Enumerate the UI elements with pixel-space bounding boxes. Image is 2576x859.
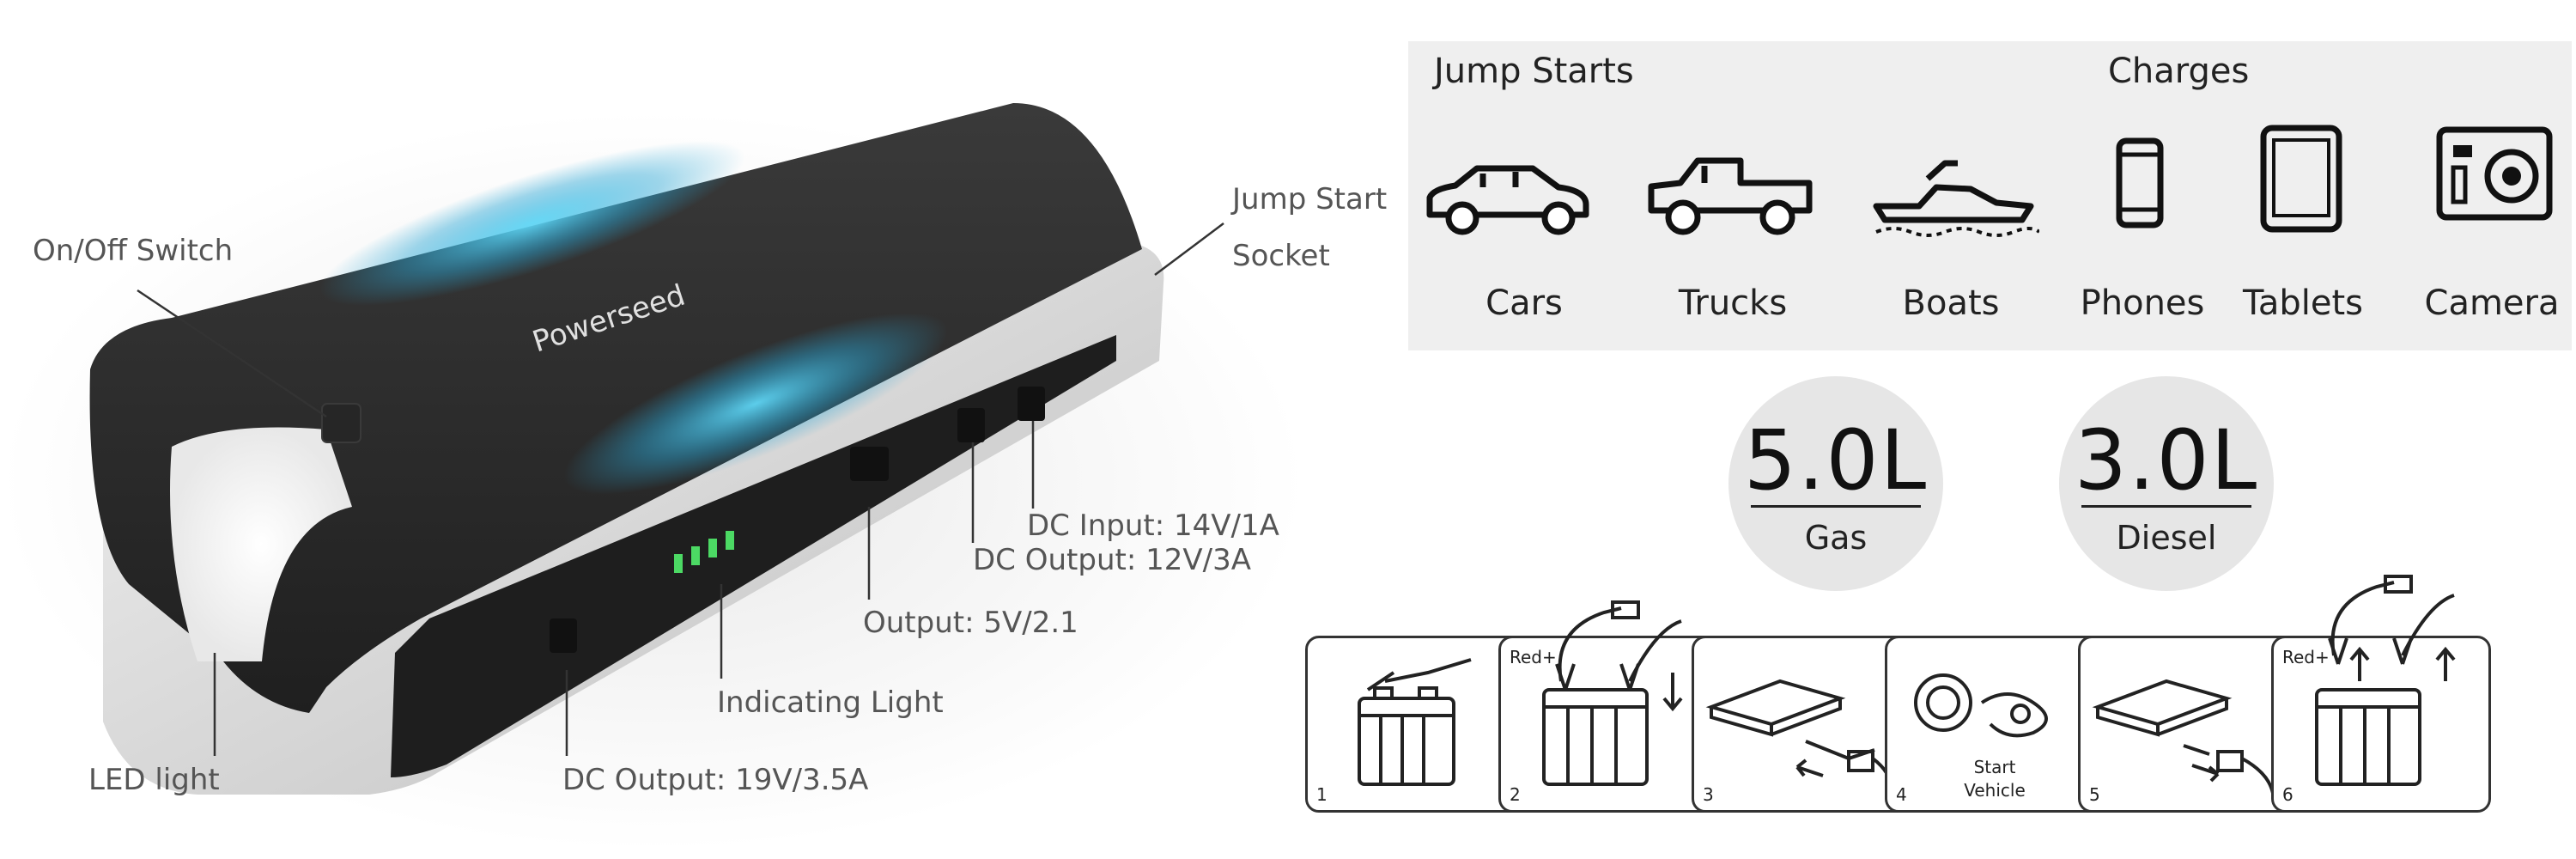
battery-icon xyxy=(1358,658,1472,786)
car-icon xyxy=(1426,165,1589,235)
step-4-start-vehicle: Start Vehicle 4 xyxy=(1885,636,2105,813)
dc-input-port xyxy=(1018,387,1045,421)
ignition-icon xyxy=(1914,673,2048,738)
on-off-switch-label: On/Off Switch xyxy=(33,234,234,268)
red-plus-label: Red+ xyxy=(1510,647,1557,667)
step-2-clamps: Red+ 2 xyxy=(1498,600,1718,813)
indicator-led-3 xyxy=(708,539,717,557)
usb-port xyxy=(850,447,889,481)
step-number: 6 xyxy=(2282,784,2293,805)
step-number: 1 xyxy=(1316,784,1327,805)
phones-label: Phones xyxy=(2080,283,2205,323)
step-number: 4 xyxy=(1896,784,1907,805)
battery-clamps-icon xyxy=(1542,600,1683,786)
output-5v-label: Output: 5V/2.1 xyxy=(863,606,1078,640)
step-5-unplug: 5 xyxy=(2078,636,2298,813)
diesel-engine-size: 3.0L xyxy=(2074,412,2259,509)
tablet-icon xyxy=(2260,125,2342,233)
dc-12v-port xyxy=(957,408,985,442)
camera-label: Camera xyxy=(2424,283,2560,323)
camera-icon xyxy=(2436,126,2553,221)
step-number: 5 xyxy=(2089,784,2100,805)
device-body xyxy=(89,103,1143,713)
cars-label: Cars xyxy=(1485,283,1563,323)
battery-remove-icon xyxy=(2315,575,2456,786)
start-caption: Start xyxy=(1973,757,2016,777)
vehicle-caption: Vehicle xyxy=(1964,780,2026,801)
phone-icon xyxy=(2116,137,2164,228)
plug-in-icon xyxy=(1705,679,1894,801)
dc-19v-port xyxy=(550,618,577,653)
diesel-label: Diesel xyxy=(2116,519,2217,557)
boats-label: Boats xyxy=(1902,283,2000,323)
jump-starts-header: Jump Starts xyxy=(1434,52,1634,91)
tablets-label: Tablets xyxy=(2243,283,2363,323)
gas-label: Gas xyxy=(1804,519,1868,557)
step-3-plug-in: 3 xyxy=(1692,636,1911,813)
jump-start-label-line1: Jump Start xyxy=(1232,182,1388,216)
unplug-icon xyxy=(2092,679,2275,801)
truck-icon xyxy=(1648,157,1813,235)
step-number: 2 xyxy=(1510,784,1521,805)
dc-output-19v-label: DC Output: 19V/3.5A xyxy=(562,763,869,797)
gas-engine-badge: 5.0L Gas xyxy=(1728,376,1943,591)
step-number: 3 xyxy=(1703,784,1714,805)
diesel-engine-badge: 3.0L Diesel xyxy=(2059,376,2274,591)
indicator-led-1 xyxy=(674,554,683,573)
top-glow xyxy=(319,141,745,306)
dc-output-12v-label: DC Output: 12V/3A xyxy=(973,543,1251,577)
boat-icon xyxy=(1873,160,2039,237)
gas-divider xyxy=(1751,505,1921,508)
device-port-face xyxy=(391,335,1116,777)
led-light xyxy=(170,427,352,661)
capabilities-panel: Jump Starts Charges xyxy=(1408,41,2572,350)
red-plus-label: Red+ xyxy=(2282,647,2330,667)
step-6-remove-clamps: Red+ 6 xyxy=(2271,575,2491,813)
indicating-light-label: Indicating Light xyxy=(717,685,944,720)
diesel-divider xyxy=(2081,505,2251,508)
jump-starter-illustration: Powerseed xyxy=(0,103,1305,850)
trucks-label: Trucks xyxy=(1678,283,1788,323)
jump-start-label-line2: Socket xyxy=(1232,239,1330,273)
led-light-label: LED light xyxy=(88,763,220,797)
callout-lines xyxy=(137,222,1224,756)
charges-header: Charges xyxy=(2108,52,2250,91)
step-1-connect: 1 xyxy=(1305,636,1525,813)
indicator-led-4 xyxy=(726,531,734,550)
indicator-led-2 xyxy=(691,546,700,565)
gas-engine-size: 5.0L xyxy=(1743,412,1929,509)
power-switch xyxy=(321,403,361,443)
front-glow xyxy=(563,313,948,495)
dc-input-label: DC Input: 14V/1A xyxy=(1027,509,1279,543)
